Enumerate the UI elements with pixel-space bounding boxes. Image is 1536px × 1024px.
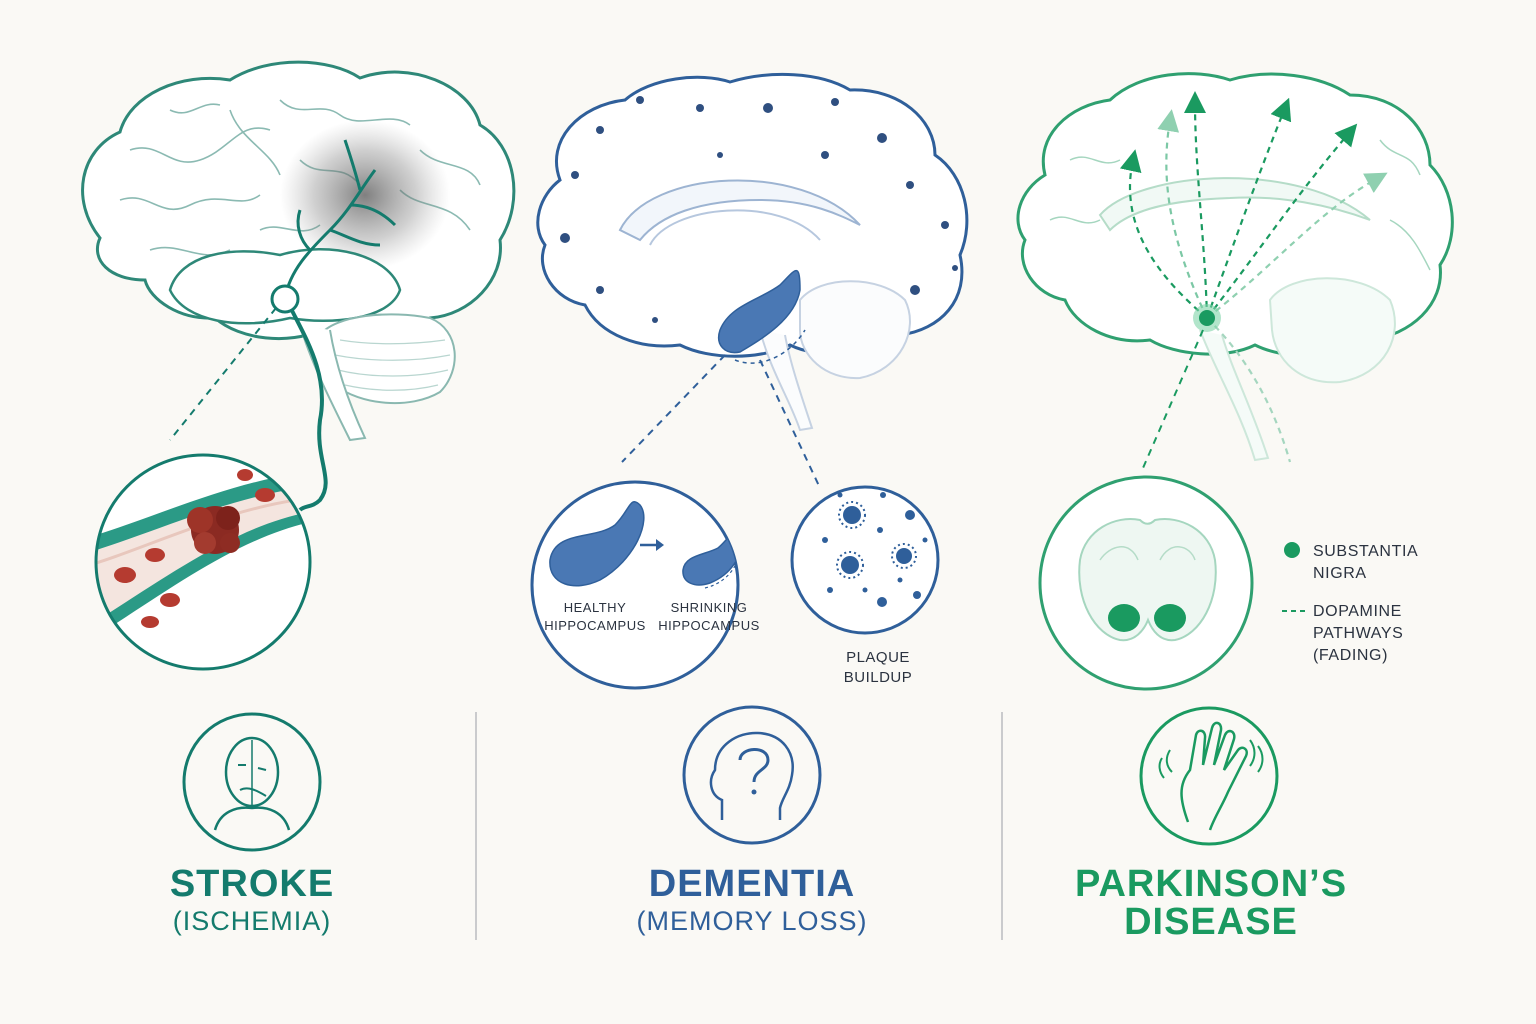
dementia-subtitle: (MEMORY LOSS) (636, 906, 867, 936)
parkinsons-legend: SUBSTANTIA NIGRA DOPAMINE PATHWAYS (FADI… (1282, 542, 1418, 664)
trembling-hand-icon (1139, 706, 1279, 846)
healthy-hippocampus-shape (549, 501, 645, 587)
legend-nigra-line2: NIGRA (1313, 565, 1367, 582)
stroke-title: STROKE (170, 863, 334, 905)
legend-dot-icon (1284, 542, 1300, 558)
hippocampus-inset: HEALTHY HIPPOCAMPUS SHRINKING HIPPOCAMPU… (530, 480, 760, 690)
substantia-nigra-inset (1038, 475, 1254, 691)
plaque-dots (560, 96, 958, 323)
dementia-panel: HEALTHY HIPPOCAMPUS SHRINKING HIPPOCAMPU… (530, 72, 969, 845)
plaque-label-line2: BUILDUP (844, 669, 913, 686)
parkinsons-title: PARKINSON’S (1075, 863, 1347, 905)
plaque-label-line1: PLAQUE (846, 649, 910, 666)
parkinsons-brain-illustration (1016, 72, 1454, 469)
healthy-label-line1: HEALTHY (564, 600, 627, 615)
healthy-label-line2: HIPPOCAMPUS (544, 618, 646, 633)
parkinsons-panel: SUBSTANTIA NIGRA DOPAMINE PATHWAYS (FADI… (1016, 72, 1454, 846)
dopamine-pathways (1119, 91, 1388, 463)
stroke-panel (81, 60, 516, 852)
legend-path-line3: (FADING) (1313, 647, 1388, 664)
plaque-inset: PLAQUE BUILDUP (790, 485, 940, 686)
head-question-icon (682, 705, 822, 845)
plaque-cluster-icon (822, 492, 928, 607)
stroke-brain-illustration (81, 60, 516, 512)
dementia-brain-illustration (536, 72, 969, 489)
dementia-title: DEMENTIA (649, 863, 855, 905)
face-drooping-icon (182, 712, 322, 852)
legend-path-line2: PATHWAYS (1313, 625, 1403, 642)
legend-nigra-line1: SUBSTANTIA (1313, 543, 1418, 560)
nigra-left-icon (1108, 604, 1140, 632)
stroke-subtitle: (ISCHEMIA) (173, 906, 332, 936)
clot-icon (187, 506, 240, 554)
shrinking-hippocampus-shape (682, 535, 738, 586)
parkinsons-subtitle: DISEASE (1124, 901, 1298, 943)
shrinking-label-line2: HIPPOCAMPUS (658, 618, 760, 633)
nigra-right-icon (1154, 604, 1186, 632)
shrinking-label-line1: SHRINKING (671, 600, 748, 615)
legend-path-line1: DOPAMINE (1313, 603, 1402, 620)
stroke-clot-inset (94, 453, 312, 671)
